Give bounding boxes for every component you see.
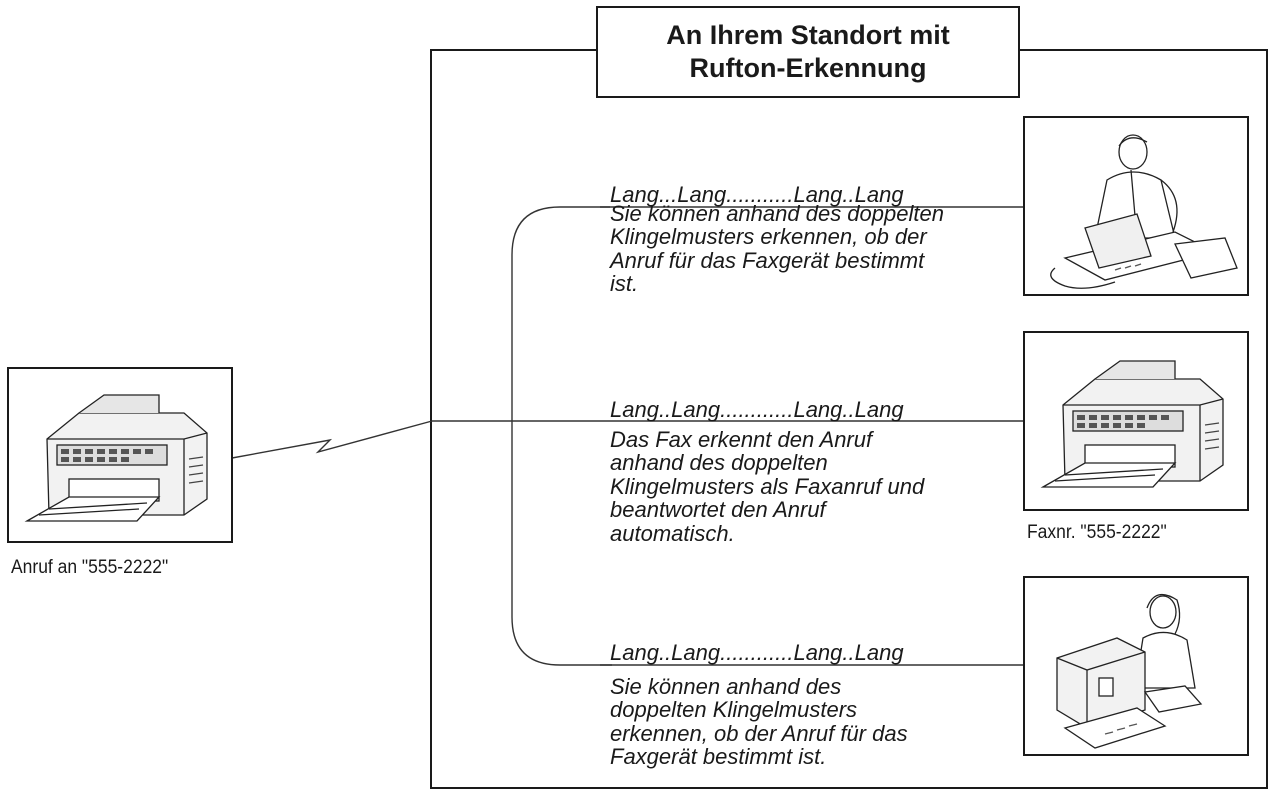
description-1-line-4: ist.	[610, 271, 639, 296]
woman-at-computer-icon	[1056, 593, 1203, 749]
destination-laptop-box	[1023, 116, 1249, 296]
description-2-line-3: Klingelmusters als Faxanruf und	[610, 473, 925, 499]
description-1-line-3: Anruf für das Faxgerät bestimmt	[610, 247, 925, 273]
description-3-line-3: erkennen, ob der Anruf für das	[610, 720, 908, 746]
description-1-line-1: Sie können anhand des doppelten	[610, 200, 944, 226]
description-2-line-1: Das Fax erkennt den Anruf	[610, 426, 873, 452]
sender-fax-box	[7, 367, 233, 543]
fax-machine-icon	[1040, 360, 1224, 488]
destination-fax-box	[1023, 331, 1249, 511]
ring-pattern-2: Lang..Lang............Lang..Lang	[610, 397, 904, 422]
destination-3-text: Lang..Lang............Lang..Lang Sie kön…	[610, 641, 1020, 769]
incoming-call-line	[231, 420, 433, 459]
sender-caption: Anruf an "555-2222"	[11, 557, 169, 578]
fax-number-caption: Faxnr. "555-2222"	[1027, 522, 1167, 543]
ring-pattern-1: Lang...Lang...........Lang..Lang	[610, 182, 904, 207]
branch-bus	[511, 206, 612, 666]
destination-computer-box	[1023, 576, 1249, 756]
description-3-line-4: Faxgerät bestimmt ist.	[610, 744, 827, 769]
description-3-line-1: Sie können anhand des	[610, 673, 842, 699]
ring-pattern-3: Lang..Lang............Lang..Lang	[610, 640, 904, 665]
destination-1-text: Lang...Lang...........Lang..Lang Sie kön…	[610, 183, 1020, 296]
destination-2-text: Lang..Lang............Lang..Lang Das Fax…	[610, 398, 1020, 545]
diagram-title: An Ihrem Standort mit Rufton-Erkennung	[596, 6, 1020, 98]
description-1-line-2: Klingelmusters erkennen, ob der	[610, 224, 927, 249]
description-3-line-2: doppelten Klingelmusters	[610, 697, 858, 722]
fax-machine-icon	[24, 394, 208, 522]
description-2-line-5: automatisch.	[610, 520, 735, 546]
title-line-1: An Ihrem Standort mit	[666, 20, 950, 50]
description-2-line-4: beantwortet den Anruf	[610, 497, 826, 522]
description-2-line-2: anhand des doppelten	[610, 450, 828, 475]
man-at-laptop-icon	[1050, 134, 1238, 289]
title-line-2: Rufton-Erkennung	[689, 53, 927, 83]
